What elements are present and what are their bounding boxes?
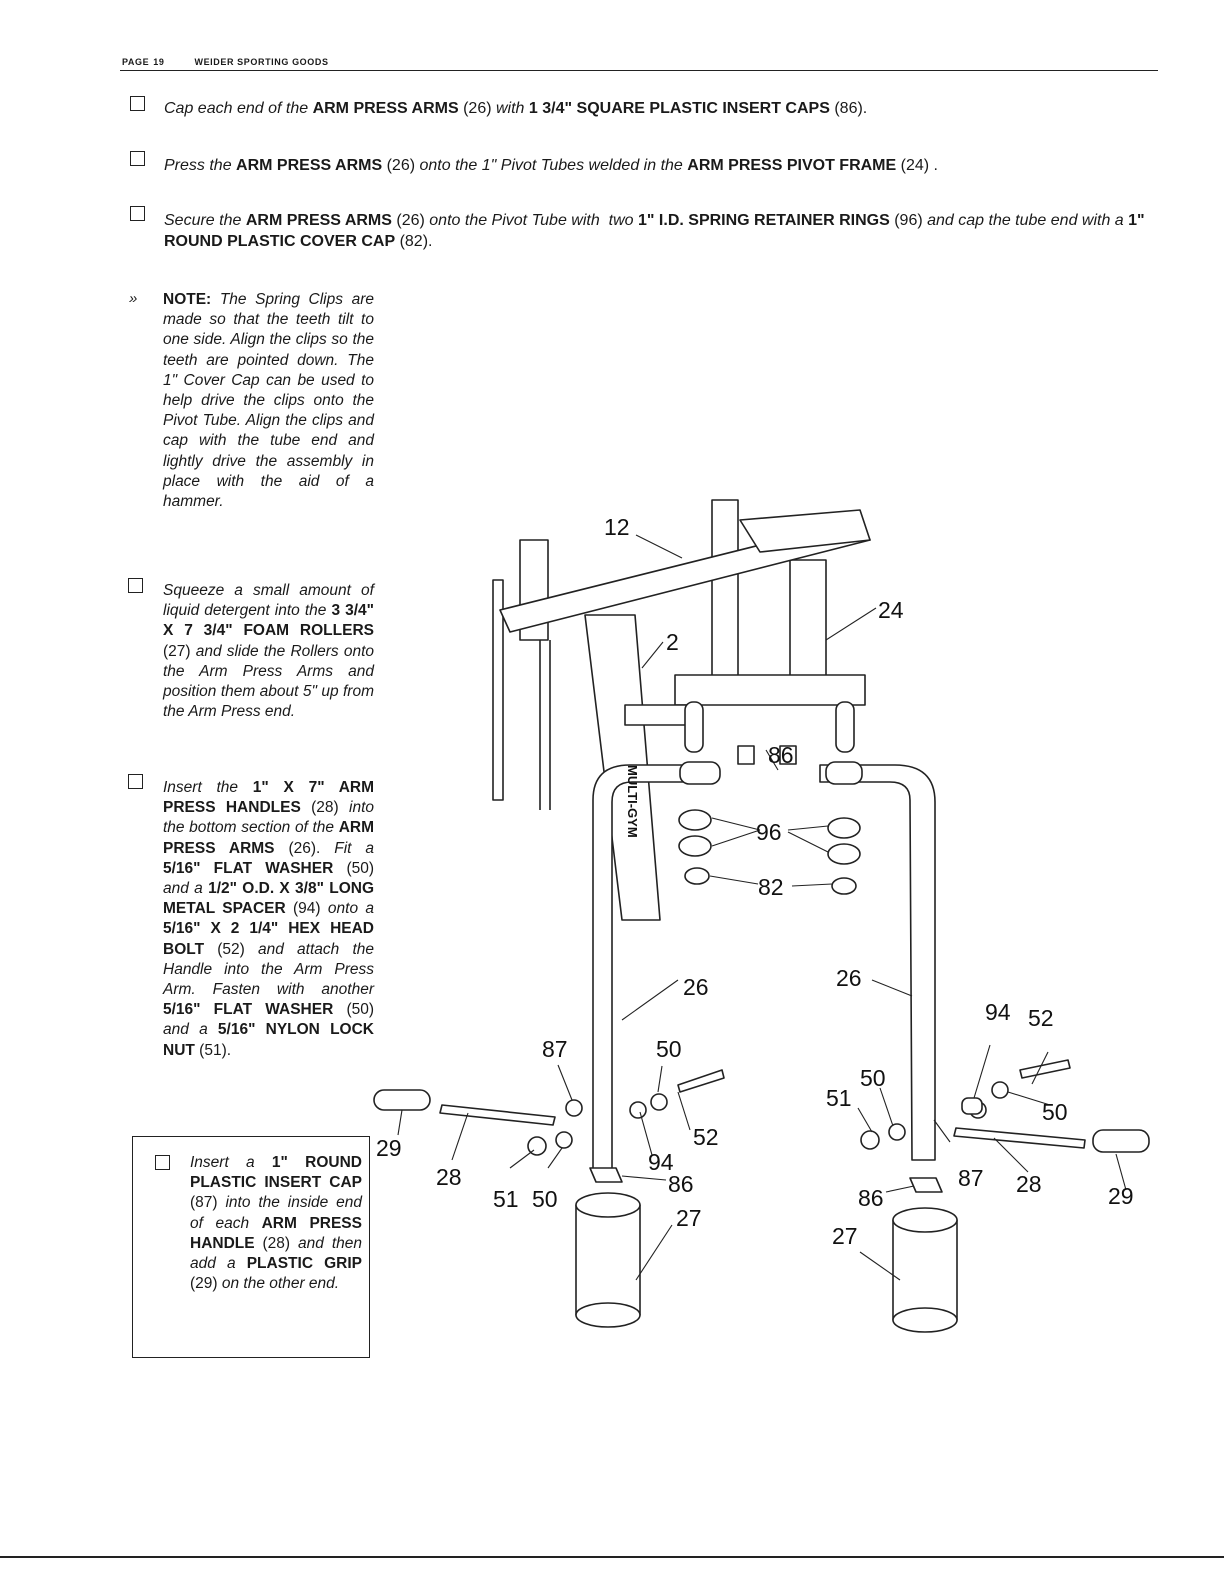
boxed-step-frame: Insert a 1" ROUND PLASTIC INSERT CAP (87… — [132, 1136, 370, 1358]
arm-press-handle-28-right — [953, 1127, 1086, 1149]
hex-bolt-52-right — [1019, 1059, 1071, 1079]
callout-50-right-top: 50 — [860, 1065, 886, 1091]
callout-87-right: 87 — [958, 1165, 984, 1191]
callout-94-left: 94 — [648, 1149, 674, 1175]
callout-86-right: 86 — [858, 1185, 884, 1211]
callout-86-left: 86 — [668, 1171, 694, 1197]
upright-post — [492, 579, 504, 801]
callout-51-left: 51 — [493, 1186, 519, 1212]
step-checkbox-handles[interactable] — [128, 774, 143, 789]
callout-28-right: 28 — [1016, 1171, 1042, 1197]
callout-27-right: 27 — [832, 1223, 858, 1249]
page-label: PAGE — [122, 57, 150, 67]
assembly-diagram: MULTI-GYM 12 24 2 — [373, 499, 1150, 1333]
step-checkbox-secure-arms[interactable] — [130, 206, 145, 221]
note-marker: » — [129, 290, 138, 307]
callout-82: 82 — [758, 874, 784, 900]
callout-52-right: 52 — [1028, 1005, 1054, 1031]
callout-28-left: 28 — [436, 1164, 462, 1190]
step-foam-rollers: Squeeze a small amount of liquid deterge… — [163, 582, 375, 721]
callout-86-top: 86 — [768, 742, 794, 768]
flat-washer-50 — [650, 1093, 668, 1111]
callout-27-left: 27 — [676, 1205, 702, 1231]
callout-94-right: 94 — [985, 999, 1011, 1025]
callout-2: 2 — [666, 629, 679, 655]
hex-bolt-52-left — [677, 1069, 725, 1093]
step-handles: Insert the 1" X 7" ARM PRESS HANDLES (28… — [163, 779, 375, 1059]
callout-29-right: 29 — [1108, 1183, 1134, 1209]
plastic-grip-29-right — [1092, 1129, 1150, 1153]
square-cap-86-top-right — [779, 745, 797, 765]
callout-96: 96 — [756, 819, 782, 845]
square-cap-86-bottom-left — [589, 1167, 623, 1183]
crossbar-end — [739, 509, 871, 553]
step-checkbox-cap-arms[interactable] — [130, 96, 145, 111]
pivot-frame-24 — [674, 674, 866, 706]
callout-12: 12 — [604, 514, 630, 540]
callout-24: 24 — [878, 597, 904, 623]
callout-51-right: 51 — [826, 1085, 852, 1111]
header-rule — [120, 70, 1158, 71]
arm-press-arm-right — [819, 764, 936, 1161]
step-checkbox-grips[interactable] — [155, 1155, 170, 1170]
pivot-frame-post — [711, 499, 739, 701]
callout-52-left: 52 — [693, 1124, 719, 1150]
plastic-grip-29-left — [373, 1089, 431, 1111]
callout-50-left-top: 50 — [656, 1036, 682, 1062]
cover-cap-82 — [684, 867, 710, 885]
step-checkbox-foam-rollers[interactable] — [128, 578, 143, 593]
callout-26-left: 26 — [683, 974, 709, 1000]
callout-26-right: 26 — [836, 965, 862, 991]
callout-50-right-bottom: 50 — [1042, 1099, 1068, 1125]
callout-50-left-bottom: 50 — [532, 1186, 558, 1212]
step-grips: Insert a 1" ROUND PLASTIC INSERT CAP (87… — [190, 1154, 363, 1293]
frame-decal: MULTI-GYM — [625, 765, 640, 838]
callout-87-left: 87 — [542, 1036, 568, 1062]
step-cap-arms: Cap each end of the ARM PRESS ARMS (26) … — [164, 100, 868, 117]
retainer-ring-96 — [678, 809, 712, 831]
arm-press-handle-28-left — [439, 1104, 556, 1126]
square-cap-86-top-left — [737, 745, 755, 765]
page-number: 19 — [153, 57, 165, 67]
metal-spacer-94 — [961, 1097, 983, 1115]
callout-29-left: 29 — [376, 1135, 402, 1161]
note-text: NOTE: The Spring Clips are made so that … — [163, 291, 374, 511]
company-name: WEIDER SPORTING GOODS — [194, 57, 329, 67]
step-press-arms: Press the ARM PRESS ARMS (26) onto the 1… — [164, 157, 938, 174]
footer-rule — [0, 1556, 1224, 1558]
step-secure-arms: Secure the ARM PRESS ARMS (26) onto the … — [164, 212, 1145, 250]
step-checkbox-press-arms[interactable] — [130, 151, 145, 166]
square-cap-86-bottom-right — [909, 1177, 943, 1193]
